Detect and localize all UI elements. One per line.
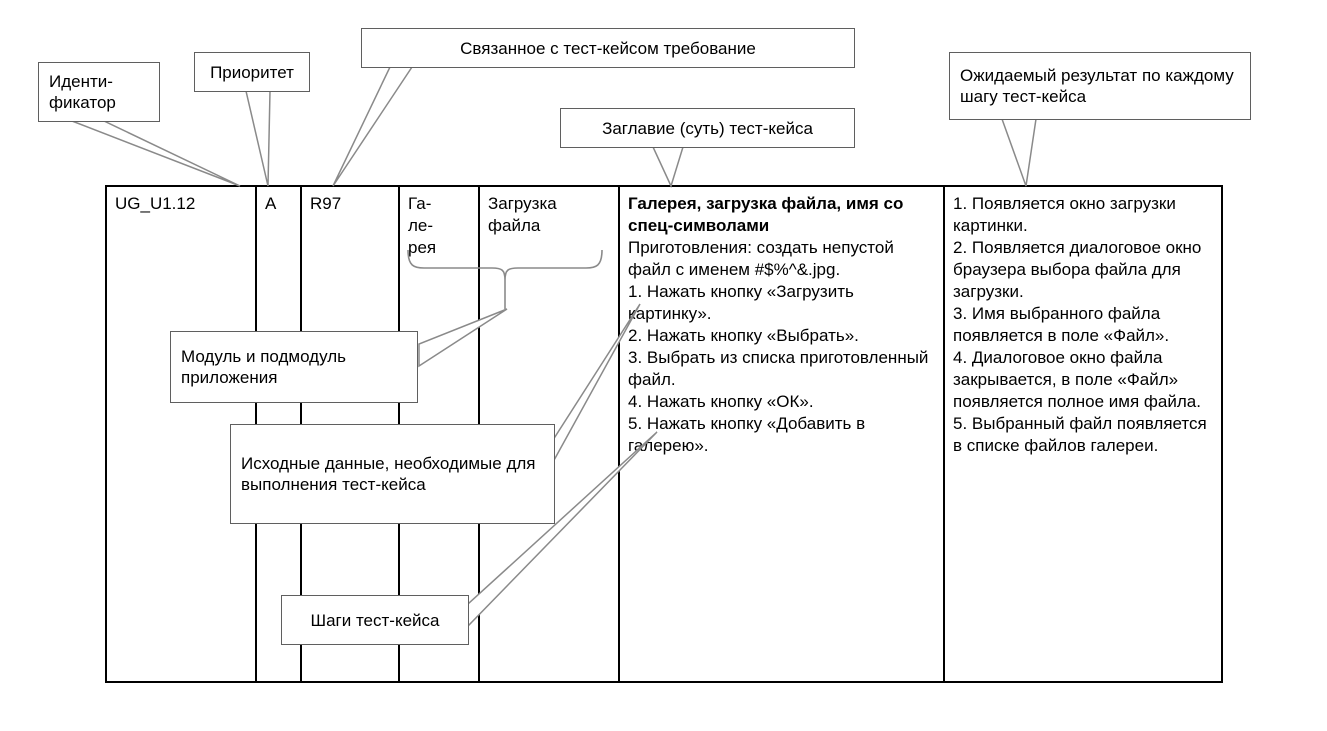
steps-callout: Шаги тест-кейса	[281, 595, 469, 645]
priority-callout-tail	[245, 90, 271, 187]
requirement-callout: Связанное с тест-кейсом требование	[361, 28, 855, 68]
test-step: 2. Нажать кнопку «Выбрать».	[628, 326, 859, 345]
test-step: 3. Выбрать из списка приготовленный файл…	[628, 348, 929, 389]
title-callout-tail	[651, 146, 685, 189]
expected-callout-tail	[1000, 118, 1037, 187]
expected-result: 2. Появляется диалоговое окно браузера в…	[953, 238, 1202, 301]
cell-expected-results: 1. Появляется окно загрузки картинки. 2.…	[945, 187, 1221, 681]
test-step: 5. Нажать кнопку «Добавить в галерею».	[628, 414, 866, 455]
expected-result-callout: Ожидаемый результат по каждому шагу тест…	[949, 52, 1251, 120]
requirement-callout-tail	[332, 66, 414, 187]
input-data-callout: Исходные данные, необходимые для выполне…	[230, 424, 555, 524]
expected-result: 5. Выбранный файл появляется в списке фа…	[953, 414, 1207, 455]
expected-result: 1. Появляется окно загрузки картинки.	[953, 194, 1176, 235]
priority-callout: Приоритет	[194, 52, 310, 92]
cell-test-case: Галерея, загрузка файла, имя со спец-сим…	[620, 187, 945, 681]
test-case-preparation: Приготовления: создать непустой файл с и…	[628, 238, 894, 279]
expected-result: 3. Имя выбранного файла появляется в пол…	[953, 304, 1170, 345]
test-step: 4. Нажать кнопку «ОК».	[628, 392, 814, 411]
identifier-callout: Иденти-фикатор	[38, 62, 160, 122]
identifier-callout-tail	[71, 120, 241, 187]
test-case-title: Галерея, загрузка файла, имя со спец-сим…	[628, 194, 904, 235]
title-callout: Заглавие (суть) тест-кейса	[560, 108, 855, 148]
module-callout: Модуль и подмодуль приложения	[170, 331, 418, 403]
test-case-table: UG_U1.12 A R97 Га- ле- рея Загрузка файл…	[105, 185, 1223, 683]
expected-result: 4. Диалоговое окно файла закрывается, в …	[953, 348, 1201, 411]
test-step: 1. Нажать кнопку «Загрузить картинку».	[628, 282, 854, 323]
